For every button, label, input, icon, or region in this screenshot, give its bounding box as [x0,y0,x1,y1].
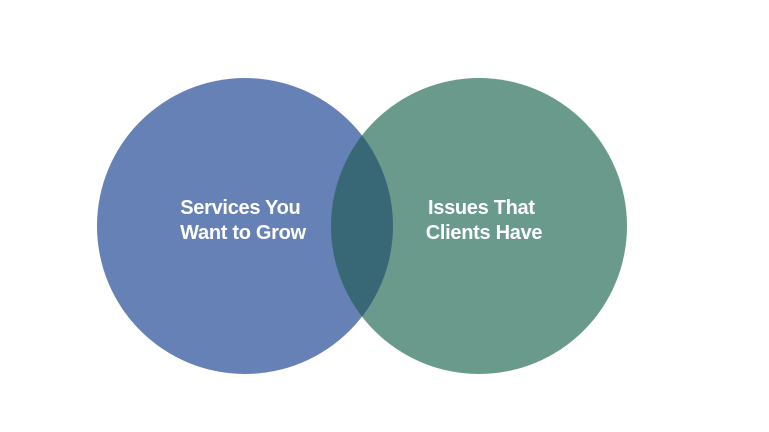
left-label-line-1: Services You [180,197,300,219]
right-label-line-2: Clients Have [426,222,543,244]
left-circle-label: Services You Want to Grow [180,197,306,244]
right-circle [331,78,627,374]
right-label-line-1: Issues That [428,197,535,219]
right-circle-label: Issues That Clients Have [426,197,543,244]
left-circle [97,78,393,374]
left-label-line-2: Want to Grow [180,222,306,244]
